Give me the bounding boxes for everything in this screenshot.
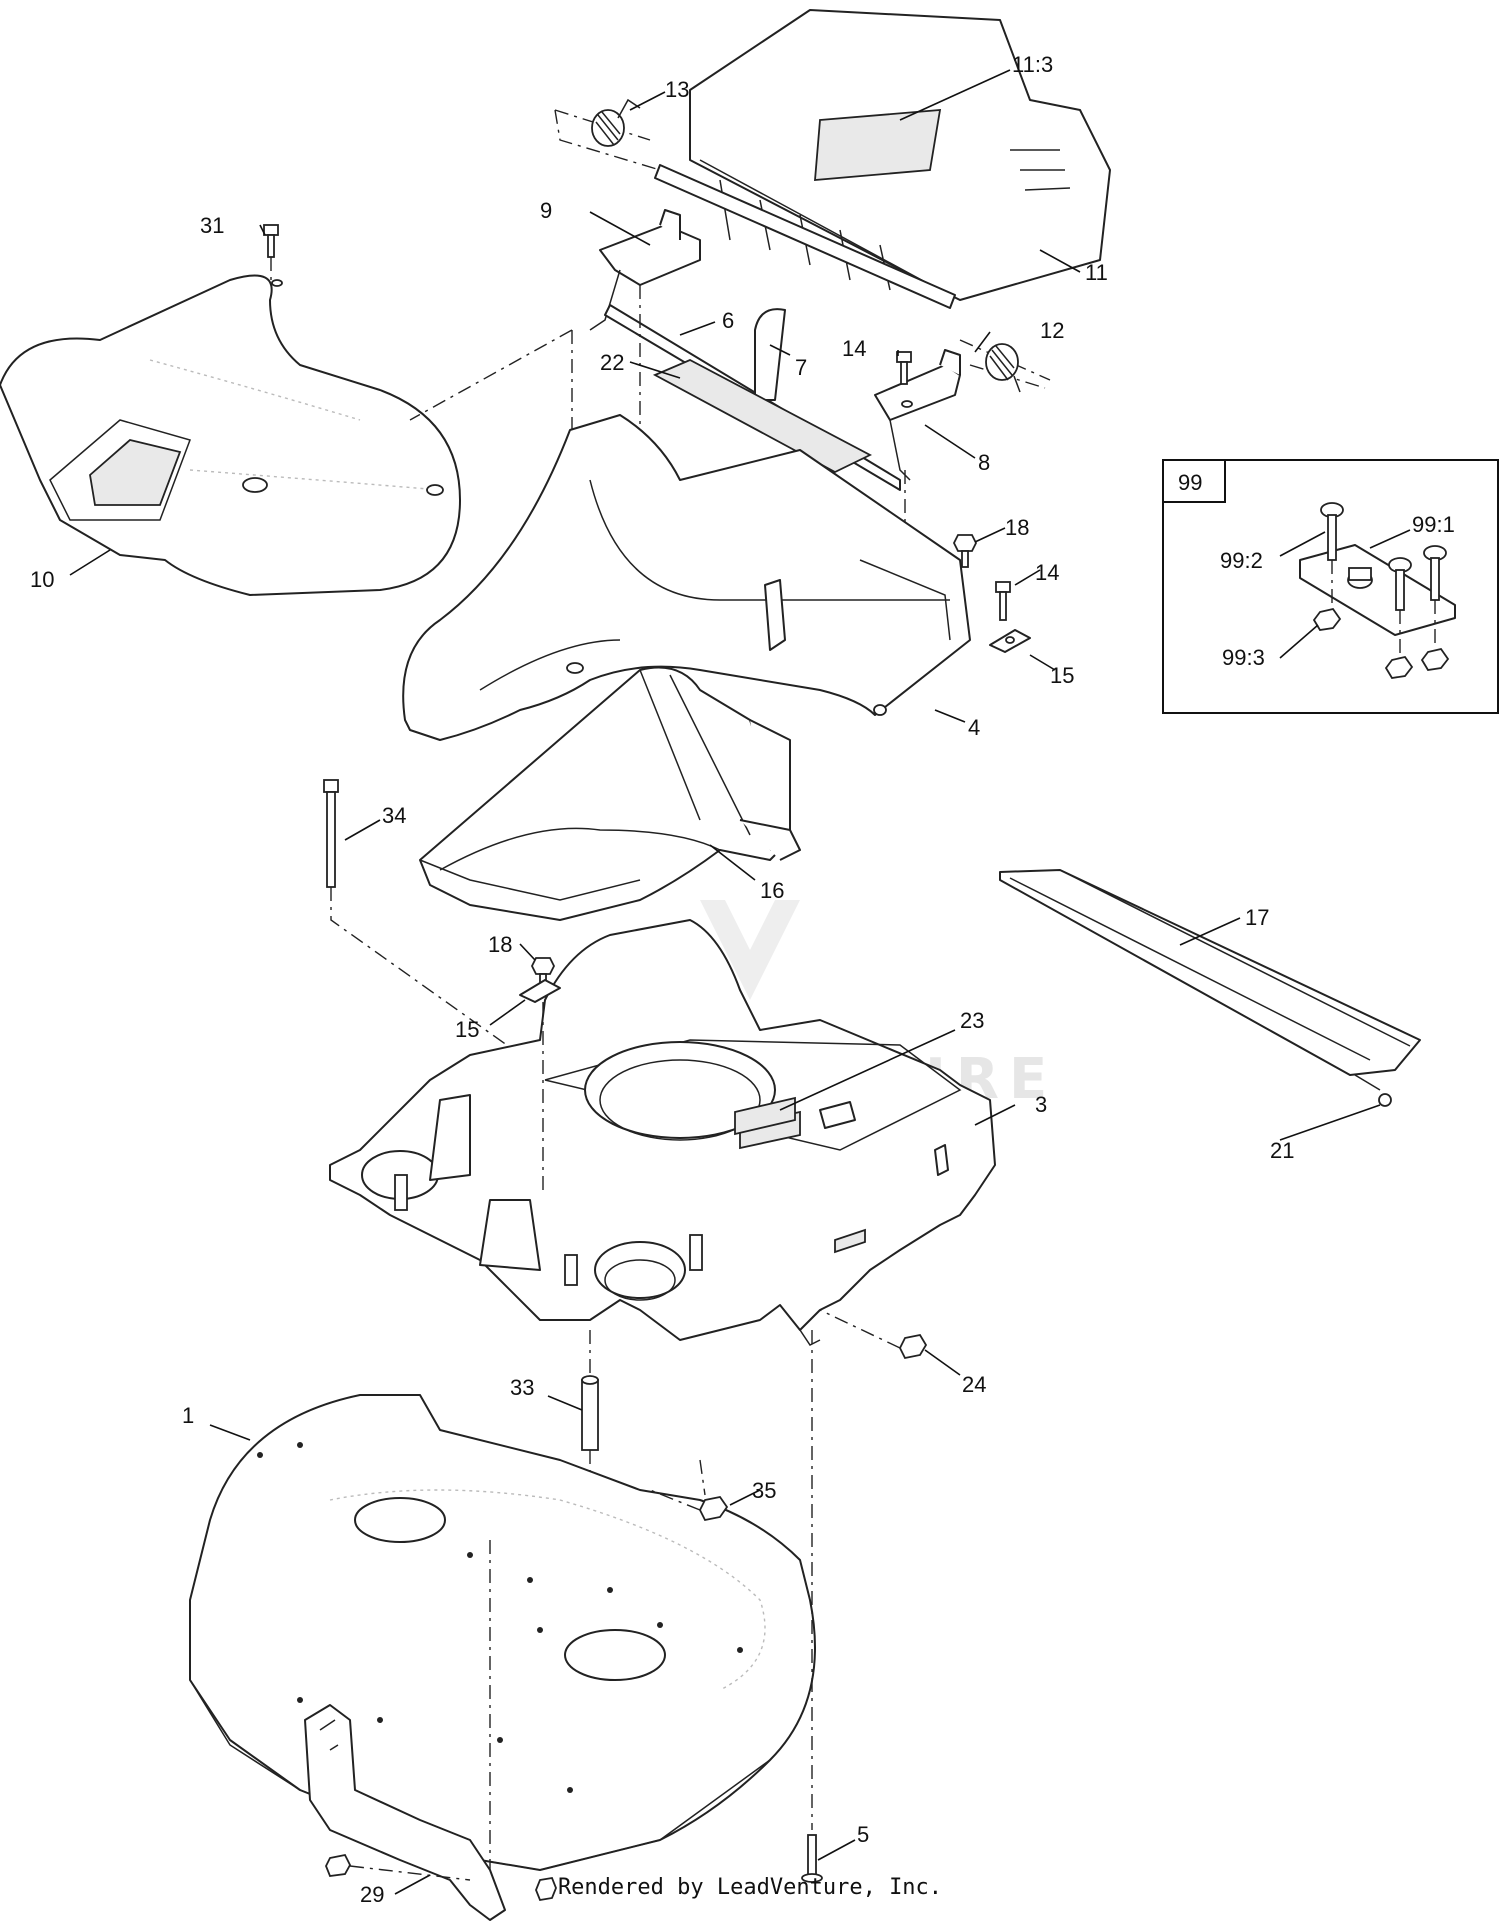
callout-9: 9	[540, 198, 552, 223]
callout-18-lower: 18	[488, 932, 512, 957]
callout-21: 21	[1270, 1138, 1294, 1163]
part-14-bolt-upper	[896, 351, 912, 385]
part-22-decal	[652, 359, 872, 474]
part-18-screw-upper	[952, 534, 978, 568]
inset-99-hardware-kit: 99 99:2 99:1 99:3	[1162, 459, 1499, 714]
part-4-seat-frame	[402, 414, 971, 741]
part-23-decal	[734, 1096, 796, 1136]
part-29-bracket	[304, 1540, 557, 1921]
part-10-hood-cover	[0, 274, 461, 596]
render-credit-text: Rendered by LeadVenture, Inc.	[557, 1875, 943, 1900]
part-34-long-bolt	[323, 779, 571, 1091]
callout-14-upper: 14	[842, 336, 866, 361]
callout-leaders	[69, 69, 1381, 1895]
callout-11-3: 11:3	[1012, 52, 1053, 77]
part-1-belt-cover	[189, 1394, 816, 1871]
callout-31: 31	[200, 213, 224, 238]
callout-18-upper: 18	[1005, 515, 1029, 540]
callout-labels: 13 11:3 31 9 11 6 12 14 22 7 8 18 14 10 …	[30, 52, 1294, 1907]
callout-24: 24	[962, 1372, 986, 1397]
part-5-bolt	[801, 1330, 823, 1883]
part-24-nut	[819, 1309, 928, 1360]
callout-5: 5	[857, 1822, 869, 1847]
callout-33: 33	[510, 1375, 534, 1400]
callout-3: 3	[1035, 1092, 1047, 1117]
part-8-right-bracket	[874, 349, 961, 481]
part-14-bolt-lower	[995, 581, 1011, 621]
callout-16: 16	[760, 878, 784, 903]
callout-8: 8	[978, 450, 990, 475]
callout-29: 29	[360, 1882, 384, 1907]
part-13-torsion-spring	[554, 98, 661, 171]
callout-17: 17	[1245, 905, 1269, 930]
part-3-main-chassis	[329, 919, 996, 1346]
part-31-bolt	[263, 224, 283, 287]
inset-title: 99	[1178, 470, 1202, 495]
part-21-screw	[1354, 1074, 1392, 1107]
callout-6: 6	[722, 308, 734, 333]
part-15-clip-upper	[989, 629, 1031, 653]
callout-12: 12	[1040, 318, 1064, 343]
callout-10: 10	[30, 567, 54, 592]
callout-15-lower: 15	[455, 1017, 479, 1042]
callout-13: 13	[665, 77, 689, 102]
callout-15-upper: 15	[1050, 663, 1074, 688]
callout-34: 34	[382, 803, 406, 828]
part-15-clip-lower	[519, 979, 561, 1190]
part-11-seat-pan	[654, 9, 1111, 309]
callout-7: 7	[795, 355, 807, 380]
inset-callout-99-2: 99:2	[1220, 548, 1263, 573]
part-12-torsion-spring	[959, 339, 1051, 393]
callout-14-lower: 14	[1035, 560, 1059, 585]
callout-35: 35	[752, 1478, 776, 1503]
part-16-discharge-duct	[419, 666, 801, 921]
callout-4: 4	[968, 715, 980, 740]
part-17-trim-strip	[999, 869, 1421, 1076]
render-credit: Rendered by LeadVenture, Inc.	[0, 1875, 1500, 1900]
callout-22: 22	[600, 350, 624, 375]
part-7-handle-grip	[754, 308, 786, 401]
callout-11: 11	[1085, 260, 1108, 285]
inset-callout-99-1: 99:1	[1412, 512, 1455, 537]
part-9-left-bracket	[589, 209, 701, 331]
inset-callout-99-3: 99:3	[1222, 645, 1265, 670]
callout-1: 1	[182, 1403, 194, 1428]
part-33-spacer	[581, 1330, 599, 1490]
part-35-nut	[649, 1459, 729, 1522]
callout-23: 23	[960, 1008, 984, 1033]
